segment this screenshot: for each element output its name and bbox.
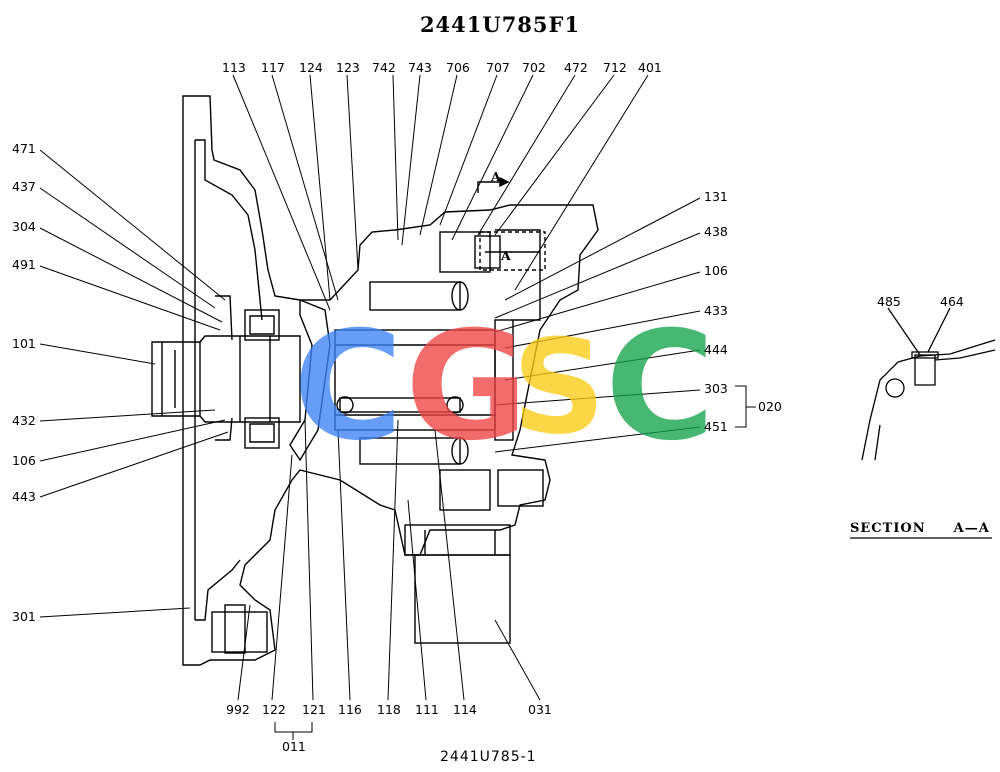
view-arrow-label-2: A	[501, 248, 511, 263]
center-pin	[339, 397, 461, 413]
bearing-lower	[244, 417, 280, 449]
section-aa-title: SECTION A—A	[850, 521, 990, 536]
callout-123: 123	[336, 60, 360, 75]
section-aa-view	[850, 307, 996, 539]
callout-118: 118	[377, 702, 401, 717]
callout-101: 101	[12, 336, 36, 351]
section-word: SECTION	[850, 521, 926, 536]
callout-992: 992	[226, 702, 250, 717]
callout-131: 131	[704, 189, 728, 204]
callout-464: 464	[940, 294, 964, 309]
callout-472: 472	[564, 60, 588, 75]
callout-443: 443	[12, 489, 36, 504]
solenoid-box	[414, 554, 511, 644]
callout-106-left: 106	[12, 453, 36, 468]
callout-116: 116	[338, 702, 362, 717]
callout-444: 444	[704, 342, 728, 357]
callout-712: 712	[603, 60, 627, 75]
lower-valve	[439, 469, 491, 511]
section-name: A—A	[953, 521, 990, 536]
callout-117: 117	[261, 60, 285, 75]
watermark-letter-g: G	[405, 300, 529, 474]
callout-706: 706	[446, 60, 470, 75]
callout-011: 011	[282, 739, 306, 754]
callout-742: 742	[372, 60, 396, 75]
callout-121: 121	[302, 702, 326, 717]
drawing-number: 2441U785-1	[440, 749, 537, 765]
watermark-letter-c: C	[293, 300, 404, 474]
callout-437: 437	[12, 179, 36, 194]
callout-471: 471	[12, 141, 36, 156]
callout-124: 124	[299, 60, 323, 75]
swash-plate	[289, 298, 331, 462]
callout-106-right: 106	[704, 263, 728, 278]
housing-outline	[182, 95, 599, 666]
callout-301: 301	[12, 609, 36, 624]
callout-304: 304	[12, 219, 36, 234]
callout-707: 707	[486, 60, 510, 75]
rear-cover	[495, 229, 541, 321]
drawing-title: 2441U785F1	[419, 12, 581, 37]
flange-inner	[195, 139, 263, 321]
callout-114: 114	[453, 702, 477, 717]
callout-111: 111	[415, 702, 439, 717]
section-arrow	[477, 181, 500, 193]
callout-438: 438	[704, 224, 728, 239]
cover-plug	[497, 469, 544, 507]
callout-451: 451	[704, 419, 728, 434]
callout-401: 401	[638, 60, 662, 75]
flange-inner-lower	[195, 559, 241, 621]
callout-303: 303	[704, 381, 728, 396]
bearing-upper	[244, 309, 280, 341]
relief-valve	[439, 231, 491, 273]
view-arrow-label: A	[491, 169, 501, 184]
callout-122: 122	[262, 702, 286, 717]
shaft	[151, 335, 301, 423]
callout-743: 743	[408, 60, 432, 75]
piston-lower	[359, 437, 461, 465]
callout-485: 485	[877, 294, 901, 309]
callout-031: 031	[528, 702, 552, 717]
watermark-letter-c2: C	[605, 300, 716, 474]
piston-upper	[369, 281, 461, 311]
callout-020: 020	[758, 399, 782, 414]
callout-433: 433	[704, 303, 728, 318]
valve-plate	[494, 319, 514, 441]
callout-113: 113	[222, 60, 246, 75]
callout-702: 702	[522, 60, 546, 75]
callout-432: 432	[12, 413, 36, 428]
callout-491: 491	[12, 257, 36, 272]
watermark-letter-s: S	[512, 311, 606, 463]
